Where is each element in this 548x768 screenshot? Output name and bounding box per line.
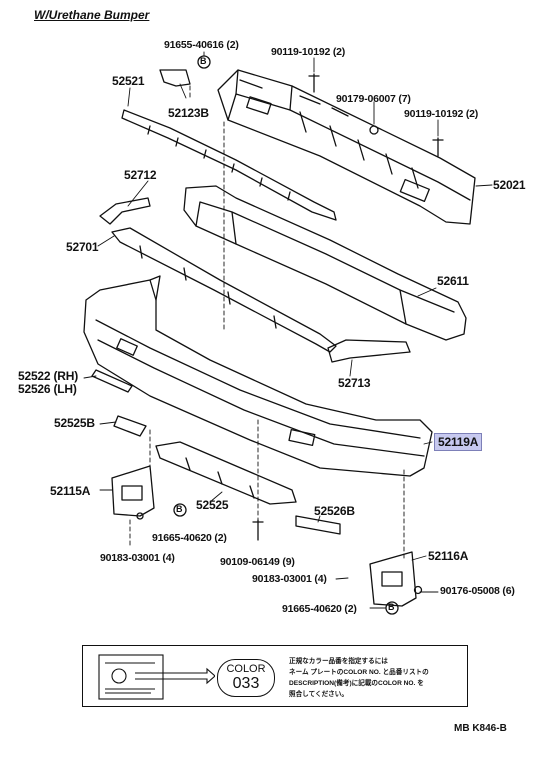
callout-52116A: 52116A	[428, 549, 469, 563]
callout-91665-40620-right: 91665-40620 (2)	[282, 603, 357, 615]
diagram-reference-code: MB K846-B	[454, 723, 507, 734]
moulding-52701	[111, 227, 337, 353]
side-bracket-52116A	[369, 551, 417, 607]
callout-52712: 52712	[124, 168, 157, 182]
side-bracket-52116A-hole	[381, 571, 403, 587]
callout-90179-06007: 90179-06007 (7)	[336, 93, 411, 105]
callout-52525: 52525	[196, 498, 229, 512]
callout-90183-03001-left: 90183-03001 (4)	[100, 552, 175, 564]
bumper-retainer-52521	[121, 109, 337, 221]
callout-52713: 52713	[338, 376, 371, 390]
bumper-cover-52119A	[83, 275, 433, 477]
callout-52115A: 52115A	[50, 484, 91, 498]
callout-90176-05008: 90176-05008 (6)	[440, 585, 515, 597]
callout-52119A[interactable]: 52119A	[434, 433, 483, 451]
fastener-bolts	[136, 73, 444, 595]
bumper-reinforcement-52021	[217, 69, 476, 225]
lower-support-52525	[155, 441, 297, 505]
callout-52611: 52611	[437, 274, 469, 288]
name-plate-icon	[98, 654, 215, 700]
callout-52701: 52701	[66, 240, 99, 254]
bolt-marker-b-1: B	[200, 56, 207, 66]
callout-52522: 52522 (RH)	[18, 369, 79, 383]
bumper-cover-52611	[183, 185, 467, 341]
callout-52526: 52526 (LH)	[18, 382, 77, 396]
bolt-marker-b-2: B	[176, 504, 183, 514]
bolt-marker-b-3: B	[388, 602, 395, 612]
color-note-text: 正規なカラー品番を指定するには ネーム プレートのCOLOR NO. と品番リス…	[289, 656, 429, 700]
bracket-52525B	[113, 415, 147, 437]
color-code: 033	[232, 675, 260, 692]
color-note-line: DESCRIPTION(備考)に記載のCOLOR NO. を	[289, 680, 424, 687]
callout-90119-10192-right: 90119-10192 (2)	[404, 108, 479, 120]
callout-91655-40616: 91655-40616 (2)	[164, 39, 239, 51]
diagram-title: W/Urethane Bumper	[34, 8, 150, 22]
plate-52522-52526	[91, 369, 133, 393]
plate-52526B	[295, 515, 341, 535]
callout-52521: 52521	[112, 74, 145, 88]
color-note-line: 正規なカラー品番を指定するには	[289, 658, 388, 665]
callout-90109-06149: 90109-06149 (9)	[220, 556, 295, 568]
color-label: COLOR	[226, 663, 266, 675]
color-note-panel: COLOR 033 正規なカラー品番を指定するには ネーム プレートのCOLOR…	[82, 645, 468, 707]
color-code-badge: COLOR 033	[217, 659, 275, 697]
callout-90183-03001-right: 90183-03001 (4)	[252, 573, 327, 585]
callout-52123B: 52123B	[168, 106, 209, 120]
callout-91665-40620-left: 91665-40620 (2)	[152, 532, 227, 544]
bracket-52123B	[159, 69, 191, 87]
bolt-marker-circles	[173, 55, 399, 615]
callout-90119-10192-upper: 90119-10192 (2)	[271, 46, 346, 58]
alignment-lines	[129, 85, 405, 561]
callout-52525B: 52525B	[54, 416, 95, 430]
moulding-52713	[327, 339, 411, 363]
moulding-52712	[99, 197, 151, 225]
leader-lines	[83, 51, 493, 609]
side-bracket-52115A-hole	[121, 485, 143, 501]
callout-52526B: 52526B	[314, 504, 355, 518]
side-bracket-52115A	[111, 465, 155, 517]
callout-52021: 52021	[493, 178, 526, 192]
color-note-line: ネーム プレートのCOLOR NO. と品番リストの	[289, 669, 429, 676]
color-note-line: 照合してください。	[289, 691, 348, 698]
